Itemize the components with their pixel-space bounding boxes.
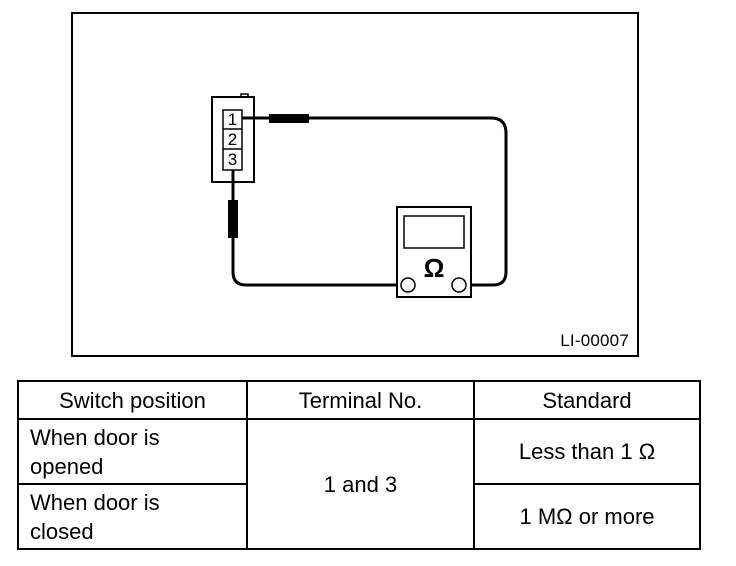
ohmmeter-display <box>403 215 465 249</box>
meter-jack-left <box>400 277 416 293</box>
switch-spec-table: Switch position Terminal No. Standard Wh… <box>17 380 701 550</box>
pin-3-label: 3 <box>228 150 237 169</box>
switch-position-cell: When door is closed <box>17 483 248 550</box>
pin-1-label: 1 <box>228 110 237 129</box>
header-standard: Standard <box>473 380 701 420</box>
table-row: When door is closed 1 MΩ or more <box>17 483 701 550</box>
probe-lead-terminal-1 <box>242 116 508 287</box>
meter-jack-right <box>451 277 467 293</box>
standard-cell: 1 MΩ or more <box>473 483 701 550</box>
ohm-symbol: Ω <box>424 253 445 283</box>
switch-position-line1: When door is <box>30 489 160 515</box>
table-row: When door is opened 1 and 3 Less than 1 … <box>17 418 701 550</box>
header-switch-position: Switch position <box>17 380 248 420</box>
switch-position-line2: closed <box>30 518 94 544</box>
probe-tip-1 <box>269 114 309 123</box>
circuit-diagram: 1 2 3 Ω <box>211 93 508 298</box>
terminal-no-cell: 1 and 3 <box>246 418 475 550</box>
switch-position-line2: opened <box>30 453 104 479</box>
diagram-figure: 1 2 3 Ω LI-00007 <box>71 12 639 357</box>
figure-id-label: LI-00007 <box>560 331 629 350</box>
table-header-row: Switch position Terminal No. Standard <box>17 380 701 420</box>
probe-lead-terminal-3 <box>231 170 401 287</box>
pin-2-label: 2 <box>228 130 237 149</box>
header-terminal-no: Terminal No. <box>246 380 475 420</box>
switch-position-cell: When door is opened <box>17 418 248 485</box>
standard-cell: Less than 1 Ω <box>473 418 701 485</box>
probe-tip-3 <box>228 200 238 238</box>
switch-position-line1: When door is <box>30 424 160 450</box>
